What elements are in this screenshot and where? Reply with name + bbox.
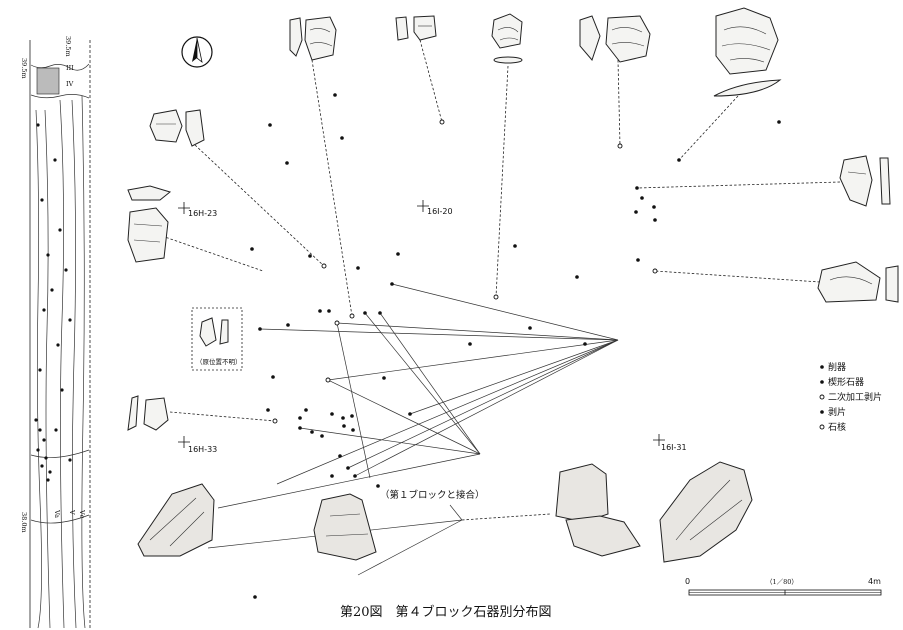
tool-drawing — [149, 109, 205, 147]
layer-label: III — [66, 64, 74, 72]
tool-drawing — [127, 395, 169, 431]
grid-label: 16I-31 — [661, 443, 687, 452]
legend-symbol-filled — [820, 380, 824, 384]
north-arrow-icon — [181, 36, 213, 68]
scale-bar: 0 4m （1／80） — [685, 577, 882, 596]
legend: 削器 楔形石器 二次加工剥片 剥片 石核 — [819, 361, 882, 433]
scale-end: 4m — [868, 577, 881, 586]
legend-label: 二次加工剥片 — [828, 391, 882, 403]
grid-label: 16H-33 — [188, 445, 217, 454]
elevation-label-bottom-left: 38.0m — [20, 512, 28, 533]
refit-lines — [207, 283, 619, 576]
unknown-position-label: （原位置不明） — [196, 357, 242, 366]
legend-symbol-filled — [820, 365, 824, 369]
tool-drawing — [127, 185, 172, 263]
legend-symbol-filled — [820, 410, 824, 414]
legend-label: 剥片 — [828, 406, 846, 418]
tool-drawing — [839, 155, 891, 207]
stratum-line — [30, 94, 90, 99]
figure-caption: 第20図 第４ブロック石器別分布図 — [340, 604, 552, 620]
tool-drawing — [395, 15, 437, 41]
legend-symbol-open — [819, 424, 825, 430]
hatched-layer — [36, 67, 60, 95]
tool-drawing — [817, 261, 899, 303]
tool-drawing — [137, 483, 215, 557]
section-profile: 39.5m 39.5m 38.0m III IV Va V Vc — [20, 36, 91, 629]
elevation-label-top-right: 39.5m — [64, 36, 72, 57]
tool-drawing — [491, 13, 523, 64]
stratum-line — [44, 109, 51, 629]
layer-label: IV — [66, 80, 74, 88]
stratum-line — [30, 514, 90, 524]
legend-label: 楔形石器 — [828, 376, 864, 388]
stratum-line — [59, 99, 65, 629]
scale-start: 0 — [685, 577, 690, 586]
section-artifact-dots — [34, 123, 72, 482]
grid-label: 16I-20 — [427, 207, 453, 216]
layer-label: Va — [53, 509, 61, 518]
stratum-line — [71, 99, 77, 629]
scale-ratio: （1／80） — [766, 578, 798, 586]
tool-drawing — [659, 461, 753, 563]
stratum-line — [30, 449, 90, 458]
artifact-points — [250, 93, 781, 599]
grid-markers — [178, 200, 665, 448]
leader-lines — [161, 39, 841, 521]
stratum-line — [81, 95, 86, 629]
tool-drawing — [713, 7, 782, 97]
stone-tool-drawings: （原位置不明） （第１ブロックと接合） — [127, 7, 899, 563]
layer-label: V — [68, 509, 76, 515]
tool-drawing — [289, 16, 337, 61]
tool-drawing — [555, 463, 641, 557]
layer-label: Vc — [78, 509, 86, 519]
legend-label: 石核 — [828, 421, 846, 433]
elevation-label-top-left: 39.5m — [20, 58, 28, 79]
tool-drawing — [579, 15, 651, 63]
legend-symbol-open — [819, 394, 825, 400]
refit-note: （第１ブロックと接合） — [380, 489, 485, 501]
stratum-line — [35, 109, 42, 629]
unknown-position-box: （原位置不明） — [191, 307, 243, 371]
grid-label: 16H-23 — [188, 209, 217, 218]
legend-label: 削器 — [828, 361, 846, 373]
tool-drawing — [313, 493, 377, 561]
